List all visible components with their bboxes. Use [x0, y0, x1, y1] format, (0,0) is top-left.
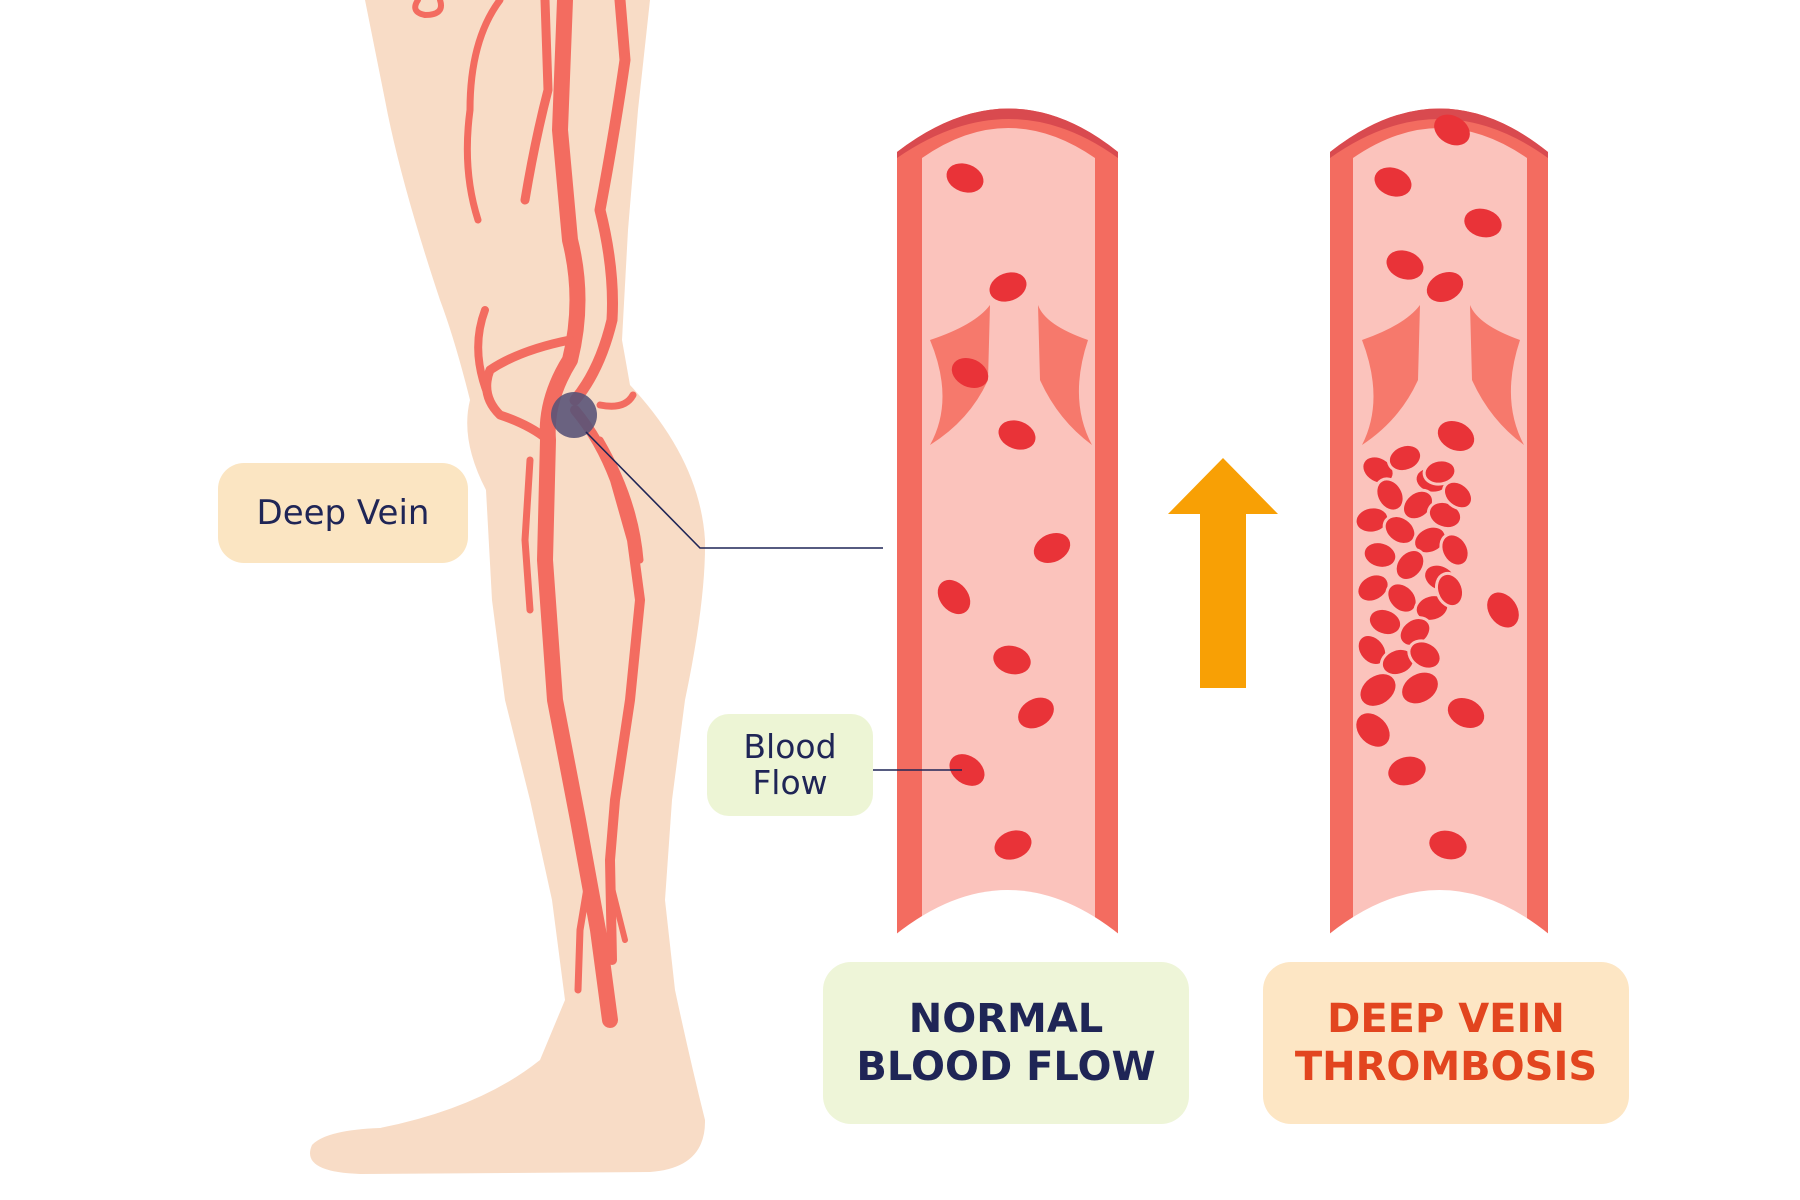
blood-clot	[1353, 442, 1474, 678]
blood-cell	[1374, 167, 1412, 197]
blood-cell	[1434, 114, 1470, 146]
blood-cell	[998, 420, 1036, 450]
deep-vein-label: Deep Vein	[218, 463, 468, 563]
blood-cell	[994, 830, 1032, 860]
blood-cell	[1018, 697, 1054, 729]
deep-vein-thrombosis-caption: DEEP VEIN THROMBOSIS	[1263, 962, 1629, 1124]
blood-cell	[989, 272, 1027, 302]
blood-flow-label-line2: Flow	[752, 763, 828, 802]
dvt-blood-cells	[1374, 114, 1519, 860]
dvt-valve-left	[1362, 305, 1420, 445]
blood-cell	[1402, 672, 1438, 704]
normal-vessel-rim	[897, 108, 1118, 158]
blood-cell	[1356, 713, 1390, 747]
blood-cell	[951, 357, 989, 389]
blood-cell	[1487, 592, 1519, 628]
up-arrow-icon	[1168, 458, 1278, 688]
leg-skin	[310, 0, 706, 1174]
dvt-caption-line2: THROMBOSIS	[1294, 1044, 1598, 1090]
deep-vein-marker-icon	[551, 392, 597, 438]
blood-cell	[946, 163, 984, 193]
dvt-caption-line1: DEEP VEIN	[1327, 996, 1565, 1042]
dvt-vessel-opening	[1328, 890, 1550, 945]
blood-cell	[1033, 532, 1071, 564]
normal-vessel-opening	[895, 890, 1120, 945]
blood-cell	[993, 645, 1031, 675]
blood-cell	[1388, 756, 1426, 786]
blood-cell	[1437, 420, 1475, 452]
blood-cell	[937, 579, 971, 615]
normal-vessel	[873, 108, 1120, 945]
blood-cell	[1360, 674, 1396, 706]
blood-cell	[1464, 208, 1502, 238]
dvt-scattered-cells	[1356, 672, 1438, 747]
blood-flow-label: Blood Flow	[707, 714, 873, 816]
deep-vein-label-text: Deep Vein	[256, 493, 430, 533]
blood-cell	[1447, 697, 1485, 729]
dvt-vessel-rim	[1330, 108, 1548, 158]
blood-cell	[949, 754, 985, 786]
dvt-valve-right	[1470, 305, 1524, 445]
blood-flow-label-line1: Blood	[743, 727, 837, 766]
normal-valve-right	[1038, 305, 1092, 445]
normal-vessel-interior	[922, 128, 1095, 935]
blood-cell	[1426, 271, 1464, 303]
deep-vein-leader-line	[585, 431, 883, 549]
leg-illustration	[310, 0, 883, 1174]
normal-caption-line1: NORMAL	[908, 996, 1104, 1042]
blood-cell	[1429, 830, 1467, 860]
blood-cell	[1386, 250, 1424, 280]
dvt-vessel	[1328, 108, 1550, 945]
normal-blood-flow-caption: NORMAL BLOOD FLOW	[823, 962, 1189, 1124]
normal-caption-line2: BLOOD FLOW	[856, 1044, 1156, 1090]
normal-blood-cells	[937, 163, 1071, 860]
